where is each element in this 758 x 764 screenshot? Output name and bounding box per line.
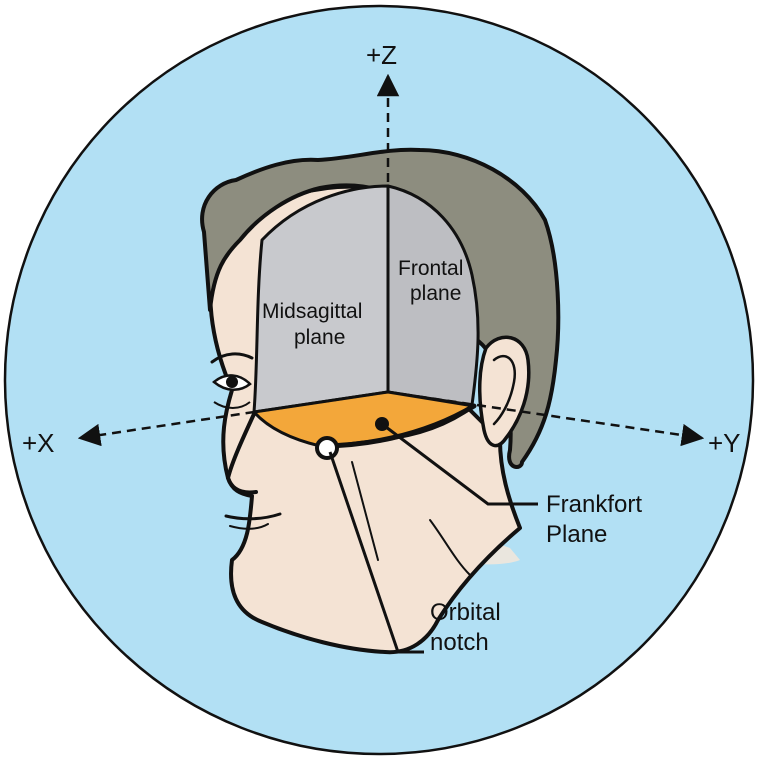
orbital-notch-marker	[317, 438, 337, 458]
midsagittal-label-line2: plane	[294, 326, 345, 349]
eye-pupil	[226, 376, 238, 388]
frontal-label-line1: Frontal	[398, 257, 463, 280]
orbital-label-line1: Orbital	[430, 599, 501, 626]
frankfort-label-line1: Frankfort	[546, 491, 642, 518]
orbital-label-line2: notch	[430, 629, 489, 656]
frankfort-label-line2: Plane	[546, 521, 607, 548]
y-axis-label: +Y	[708, 428, 741, 458]
x-axis-label: +X	[22, 428, 55, 458]
midsagittal-label-line1: Midsagittal	[262, 300, 362, 323]
z-axis-label: +Z	[366, 40, 397, 70]
frontal-label-line2: plane	[410, 282, 461, 305]
